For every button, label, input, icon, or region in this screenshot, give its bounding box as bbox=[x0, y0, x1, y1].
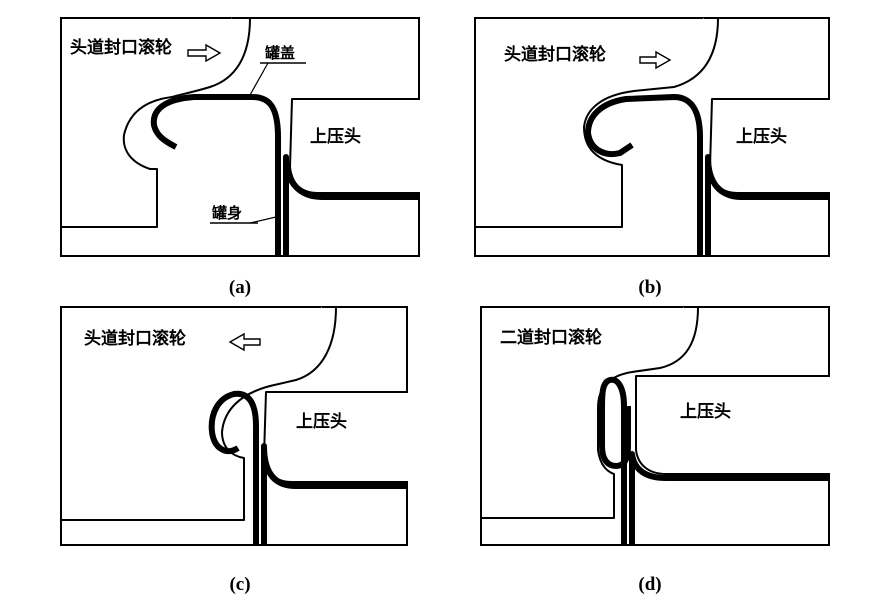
caption-c: (c) bbox=[229, 574, 251, 595]
panel-a-drawing bbox=[60, 17, 420, 257]
press-label: 上压头 bbox=[296, 412, 347, 432]
roller-label: 头道封口滚轮 bbox=[70, 38, 172, 58]
arrow-left-icon bbox=[228, 332, 261, 352]
panel-d-drawing bbox=[480, 306, 830, 546]
panel-d: 二道封口滚轮 上压头 bbox=[480, 306, 830, 546]
roller-label: 二道封口滚轮 bbox=[500, 328, 602, 348]
panel-b-drawing bbox=[474, 17, 830, 257]
panel-b: 头道封口滚轮 上压头 bbox=[474, 17, 830, 257]
press-label: 上压头 bbox=[310, 127, 361, 147]
press-head-shape bbox=[263, 391, 408, 483]
caption-d: (d) bbox=[638, 574, 662, 595]
roller-label: 头道封口滚轮 bbox=[504, 45, 606, 65]
press-label: 上压头 bbox=[680, 402, 731, 422]
roller-shape bbox=[475, 17, 719, 228]
press-label: 上压头 bbox=[736, 127, 787, 147]
roller-label: 头道封口滚轮 bbox=[84, 329, 186, 349]
panel-a: 头道封口滚轮 罐盖 上压头 罐身 bbox=[60, 17, 420, 257]
lid-label: 罐盖 bbox=[265, 44, 296, 62]
roller-shape bbox=[61, 17, 251, 228]
caption-b: (b) bbox=[638, 277, 662, 298]
body-label: 罐身 bbox=[212, 204, 243, 222]
panel-c-drawing bbox=[60, 306, 408, 546]
arrow-right-icon bbox=[639, 50, 672, 70]
panel-c: 头道封口滚轮 上压头 bbox=[60, 306, 408, 546]
arrow-right-icon bbox=[187, 43, 222, 63]
caption-a: (a) bbox=[228, 277, 252, 298]
press-head-shape bbox=[635, 375, 830, 475]
